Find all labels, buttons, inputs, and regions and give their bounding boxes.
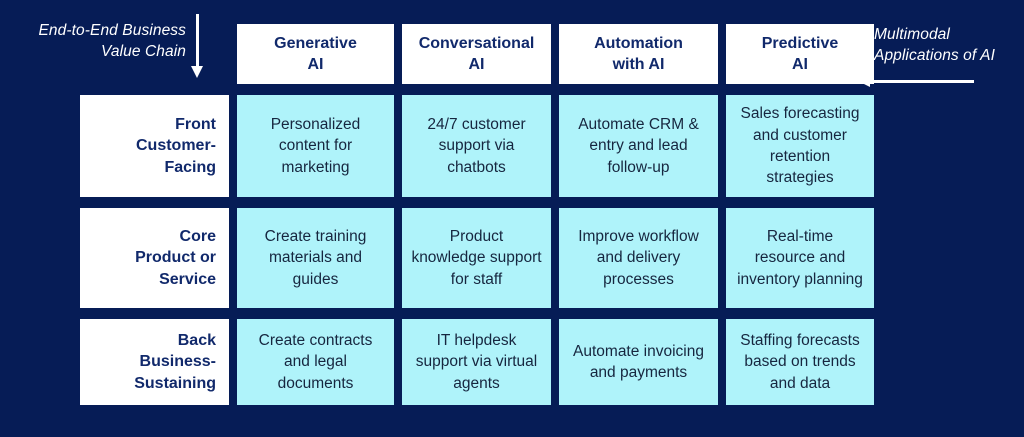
column-header-automation-with-ai: Automation with AI <box>559 24 718 84</box>
column-header-conversational-ai: Conversational AI <box>402 24 551 84</box>
matrix-cell-r3c4: Staffing forecasts based on trends and d… <box>726 319 874 405</box>
down-arrow-icon <box>190 14 204 78</box>
corner-spacer <box>80 24 229 84</box>
matrix-cell-r2c2: Product knowledge support for staff <box>402 208 551 308</box>
left-arrow-icon <box>858 74 974 88</box>
matrix-cell-r2c4: Real-time resource and inventory plannin… <box>726 208 874 308</box>
row-header-back-business-sustaining: Back Business- Sustaining <box>80 319 229 405</box>
column-header-predictive-ai: Predictive AI <box>726 24 874 84</box>
column-header-generative-ai: Generative AI <box>237 24 394 84</box>
matrix-cell-r3c3: Automate invoicing and payments <box>559 319 718 405</box>
matrix-cell-r1c1: Personalized content for marketing <box>237 95 394 197</box>
matrix-cell-r1c3: Automate CRM & entry and lead follow-up <box>559 95 718 197</box>
annotation-multimodal-applications: Multimodal Applications of AI <box>874 26 995 65</box>
matrix-cell-r1c2: 24/7 customer support via chatbots <box>402 95 551 197</box>
row-header-core-product-or-service: Core Product or Service <box>80 208 229 308</box>
down-arrow-shaft <box>196 14 199 68</box>
left-arrow-shaft <box>866 80 974 83</box>
annotation-value-chain: End-to-End Business Value Chain <box>38 22 186 61</box>
down-arrow-head <box>191 66 203 78</box>
matrix-cell-r3c1: Create contracts and legal documents <box>237 319 394 405</box>
matrix-cell-r3c2: IT helpdesk support via virtual agents <box>402 319 551 405</box>
row-header-front-customer-facing: Front Customer- Facing <box>80 95 229 197</box>
matrix-cell-r1c4: Sales forecasting and customer retention… <box>726 95 874 197</box>
matrix-cell-r2c1: Create training materials and guides <box>237 208 394 308</box>
matrix-cell-r2c3: Improve workflow and delivery processes <box>559 208 718 308</box>
matrix-grid: Generative AI Conversational AI Automati… <box>80 24 874 405</box>
